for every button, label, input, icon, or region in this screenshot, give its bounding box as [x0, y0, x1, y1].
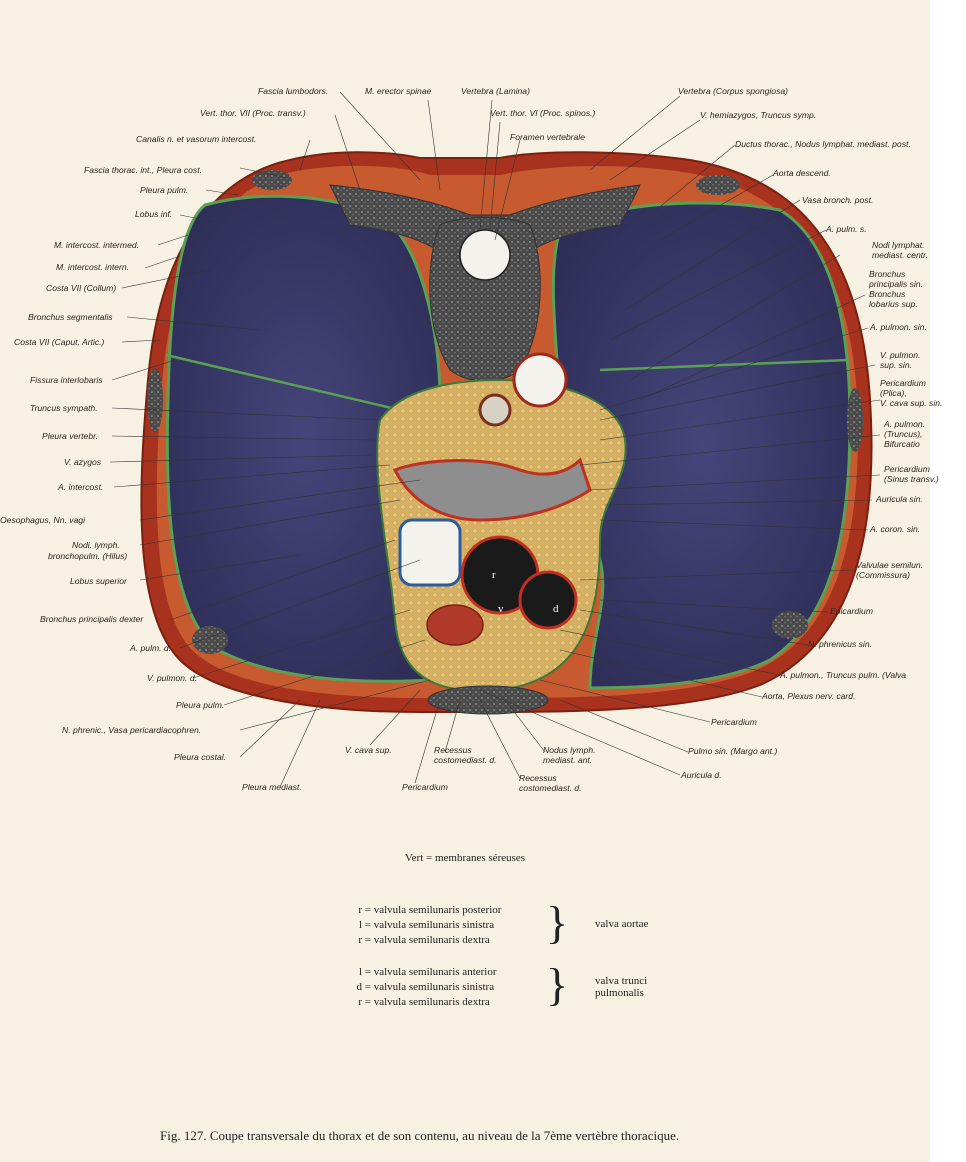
label-pericardium-sinus: Pericardium(Sinus transv.) — [884, 464, 939, 484]
label-vertebra-lamina: Vertebra (Lamina) — [461, 86, 530, 96]
label-auricula-sin: Auricula sin. — [876, 494, 923, 504]
label-aorta-plexus: Aorta, Plexus nerv. card. — [762, 691, 856, 701]
valve-letter-r: r — [492, 569, 496, 581]
fissure-left — [599, 358, 849, 372]
rib-right-side — [847, 388, 863, 452]
label-lobus-inf: Lobus inf. — [135, 209, 173, 219]
label-v-pulmon-sup: V. pulmon.sup. sin. — [880, 350, 921, 370]
brace-pulmonalis: } — [546, 959, 569, 1010]
label-pericardium-b: Pericardium — [402, 782, 448, 792]
valve-letter-v: v — [498, 603, 504, 615]
label-costa-collum: Costa VII (Collum) — [46, 283, 117, 293]
label-pulmo-sin: Pulmo sin. (Margo ant.) — [688, 746, 778, 756]
brace-aortae: } — [546, 897, 569, 948]
label-nodi-lymphat: Nodi lymphat.mediast. centr. — [872, 240, 929, 260]
scan-margin — [930, 0, 966, 1162]
vertebral-foramen — [459, 229, 511, 281]
label-a-pulmon-sin: A. pulmon. sin. — [870, 322, 927, 332]
legend-row: r = valvula semilunaris posterior — [358, 904, 502, 916]
oesophagus — [478, 393, 512, 427]
auricula-d — [426, 604, 484, 646]
label-nodus-lymph: Nodus lymph.mediast. ant. — [543, 745, 596, 765]
label-m-intercost-intern: M. intercost. intern. — [56, 262, 130, 272]
label-fascia-thorac: Fascia thorac. int., Pleura cost. — [84, 165, 202, 175]
label-auricula-d: Auricula d. — [681, 770, 722, 780]
label-ductus-thorac: Ductus thorac., Nodus lymphat. mediast. … — [735, 139, 911, 149]
rib-right-upper — [696, 175, 740, 195]
legend-row: r = valvula semilunaris dextra — [358, 934, 490, 946]
label-aorta-descend: Aorta descend. — [773, 168, 831, 178]
label-v-hemiazygos: V. hemiazygos, Truncus symp. — [700, 110, 817, 120]
rib-left-side — [147, 368, 163, 432]
label-vasa-bronch: Vasa bronch. post. — [802, 195, 874, 205]
valve-letter-d: d — [553, 603, 559, 615]
sternum — [427, 685, 549, 715]
label-fissura: Fissura interlobaris — [30, 375, 103, 385]
label-pericardium-r: Pericardium — [711, 717, 757, 727]
label-vertebra-corpus: Vertebra (Corpus spongiosa) — [678, 86, 789, 96]
label-fascia-lumbodors: Fascia lumbodors. — [258, 86, 329, 96]
rib-left-lower — [192, 626, 228, 654]
label-a-pulmon-truncus-pulm: A. pulmon., Truncus pulm. (Valva — [780, 670, 907, 680]
thorax-cross-section: r v d — [109, 91, 881, 788]
label-v-cava-sup: V. cava sup. — [345, 745, 392, 755]
label-a-pulm-s: A. pulm. s. — [826, 224, 867, 234]
rib-right-lower — [772, 611, 808, 639]
label-v-pulmon-d: V. pulmon. d. — [147, 673, 197, 683]
figure-caption: Fig. 127. Coupe transversale du thorax e… — [160, 1128, 680, 1143]
label-n-phrenic: N. phrenic., Vasa pericardiacophren. — [62, 725, 202, 735]
vena-cava-sup — [398, 518, 462, 587]
legend-row: d = valvula semilunaris sinistra — [356, 981, 495, 993]
label-canalis: Canalis n. et vasorum intercost. — [136, 134, 257, 144]
label-oesophagus: Oesophagus, Nn. vagi — [0, 515, 86, 525]
label-foramen: Foramen vertebrale — [510, 132, 585, 142]
label-vert-thor-vii: Vert. thor. VII (Proc. transv.) — [200, 108, 306, 118]
label-v-azygos: V. azygos — [64, 457, 102, 467]
label-pleura-vertebr: Pleura vertebr. — [42, 431, 99, 441]
legend-title: Vert = membranes séreuses — [404, 852, 526, 864]
legend-row: l = valvula semilunaris anterior — [358, 966, 497, 978]
pulmonary-valve — [518, 570, 578, 630]
label-valvulae: Valvulae semilun.(Commissura) — [856, 560, 924, 580]
label-a-intercost: A. intercost. — [58, 482, 104, 492]
label-pleura-pulm-2: Pleura pulm. — [176, 700, 225, 710]
label-a-pulm-d: A. pulm. d. — [130, 643, 172, 653]
label-bronchus-princ-dexter: Bronchus principalis dexter — [40, 614, 144, 624]
leader-lines — [109, 91, 881, 788]
label-a-coron-sin: A. coron. sin. — [870, 524, 921, 534]
fissure-right — [165, 353, 401, 412]
label-m-erector: M. erector spinae — [365, 86, 432, 96]
legend-row: l = valvula semilunaris sinistra — [358, 919, 495, 931]
valva-aortae-label: valva aortae — [595, 918, 649, 930]
aorta-descend — [512, 352, 568, 408]
label-m-intercost-intermed: M. intercost. intermed. — [54, 240, 140, 250]
label-pleura-costal: Pleura costal. — [174, 752, 227, 762]
label-n-phrenicus-sin: N. phrenicus sin. — [808, 639, 873, 649]
label-lobus-superior: Lobus superior — [70, 576, 127, 586]
label-nodi-lymph-1: Nodi. lymph. — [72, 540, 120, 550]
label-pleura-mediast: Pleura mediast. — [242, 782, 302, 792]
label-costa-caput: Costa VII (Caput, Artic.) — [14, 337, 105, 347]
label-pericardium-plica: Pericardium(Plica),V. cava sup. sin. — [880, 378, 943, 408]
label-truncus-sympath: Truncus sympath. — [30, 403, 98, 413]
label-a-pulmon-truncus: A. pulmon.(Truncus),Bifurcatio — [884, 419, 926, 449]
label-bronchus-segmentalis: Bronchus segmentalis — [28, 312, 113, 322]
label-vert-thor-vi: Vert. thor. VI (Proc. spinos.) — [490, 108, 596, 118]
legend-row: r = valvula semilunaris dextra — [358, 996, 490, 1008]
rib-left-upper — [252, 170, 292, 190]
label-nodi-lymph-2: bronchopulm. (Hilus) — [48, 551, 128, 561]
label-epicardium: Epicardium — [830, 606, 873, 616]
label-pleura-pulm-1: Pleura pulm. — [140, 185, 189, 195]
